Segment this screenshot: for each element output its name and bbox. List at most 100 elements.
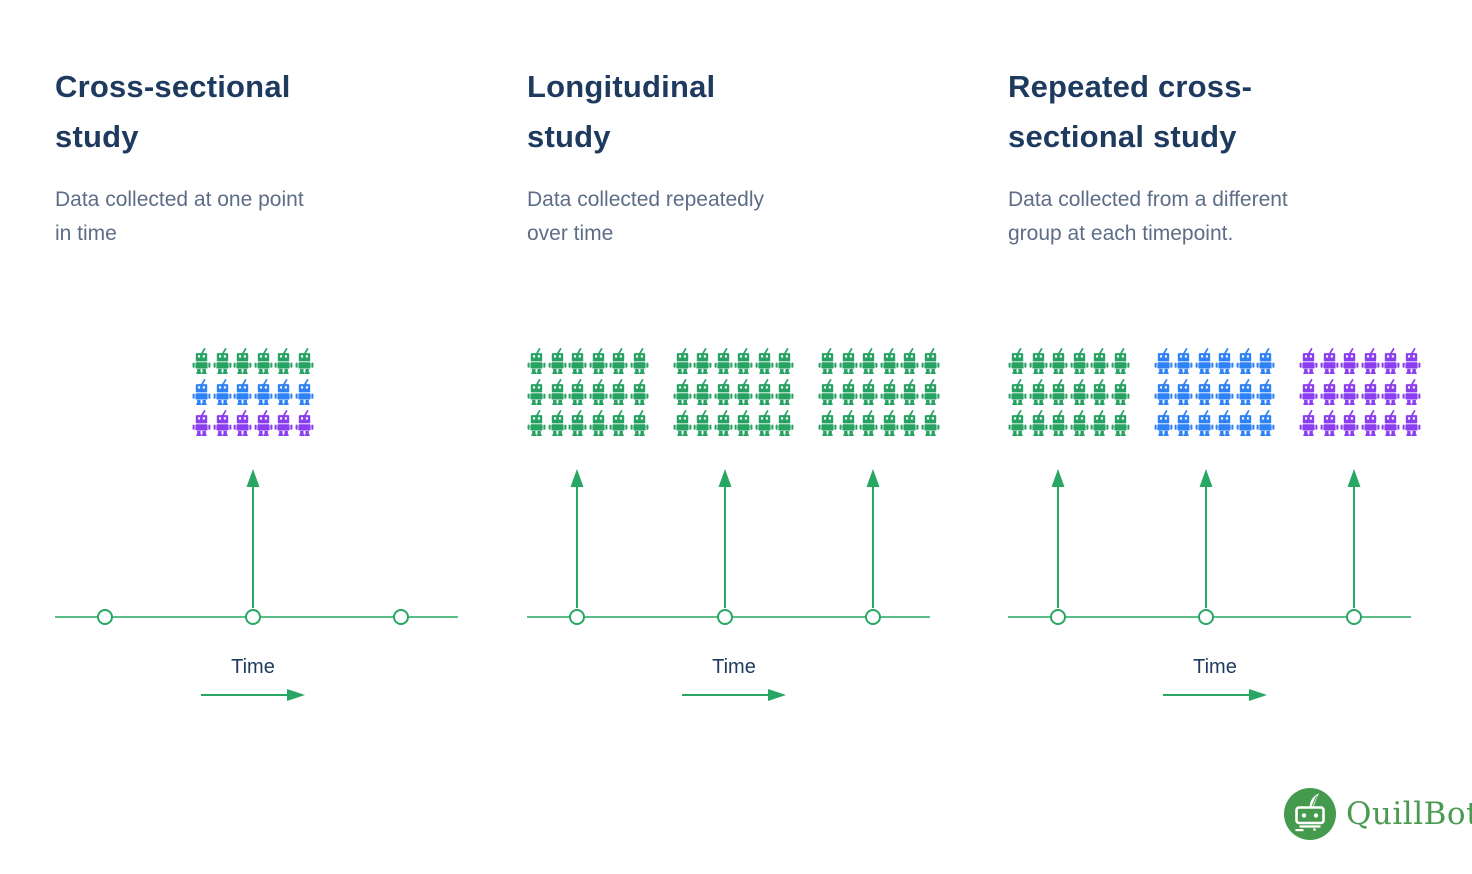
robot-person-icon — [1381, 378, 1400, 406]
robot-person-icon — [921, 409, 940, 437]
robot-person-icon — [734, 347, 753, 375]
timeline-axis — [1008, 469, 1411, 625]
robot-person-icon — [880, 347, 899, 375]
robot-person-icon — [818, 378, 837, 406]
robot-person-icon — [254, 409, 273, 437]
robot-person-icon — [1402, 409, 1421, 437]
robot-person-icon — [1256, 347, 1275, 375]
robot-person-icon — [755, 409, 774, 437]
robot-person-icon — [921, 378, 940, 406]
robot-person-icon — [213, 378, 232, 406]
robot-person-icon — [859, 347, 878, 375]
timeline — [55, 462, 465, 634]
robot-person-icon — [1402, 347, 1421, 375]
robot-person-icon — [568, 347, 587, 375]
panel-title-line: study — [527, 119, 611, 154]
panel-title-line: study — [55, 119, 139, 154]
robot-person-icon — [1174, 409, 1193, 437]
robot-person-icon — [192, 409, 211, 437]
time-axis-label-block: Time — [1155, 656, 1275, 707]
timeline — [1008, 462, 1418, 634]
population-group — [818, 347, 940, 437]
robot-person-icon — [1256, 378, 1275, 406]
robot-person-icon — [295, 347, 314, 375]
robot-person-icon — [1361, 409, 1380, 437]
robot-person-icon — [1236, 378, 1255, 406]
panel-title: Longitudinal study — [527, 62, 715, 162]
robot-person-icon — [1320, 347, 1339, 375]
robot-person-icon — [900, 409, 919, 437]
time-label: Time — [231, 656, 275, 678]
robot-person-icon — [274, 409, 293, 437]
robot-person-icon — [1215, 347, 1234, 375]
robot-person-icon — [1381, 347, 1400, 375]
time-label: Time — [1193, 656, 1237, 678]
timeline — [527, 462, 937, 634]
robot-person-icon — [192, 378, 211, 406]
population-group — [1008, 347, 1130, 437]
robot-person-icon — [714, 409, 733, 437]
robot-person-icon — [609, 347, 628, 375]
robot-person-icon — [673, 378, 692, 406]
robot-person-icon — [818, 409, 837, 437]
robot-person-icon — [1008, 347, 1027, 375]
robot-person-icon — [1361, 347, 1380, 375]
robot-person-icon — [1008, 378, 1027, 406]
robot-person-icon — [1340, 409, 1359, 437]
panel-longitudinal-study: Longitudinal study Data collected repeat… — [527, 0, 939, 874]
robot-person-icon — [775, 409, 794, 437]
panel-title-line: Repeated cross- — [1008, 69, 1253, 104]
population-group — [1154, 347, 1276, 437]
robot-person-icon — [589, 409, 608, 437]
robot-person-icon — [1195, 378, 1214, 406]
robot-person-icon — [775, 378, 794, 406]
robot-person-icon — [295, 378, 314, 406]
robot-person-icon — [1049, 409, 1068, 437]
time-direction-arrow-icon — [201, 689, 305, 701]
panel-description: Data collected repeatedly over time — [527, 183, 764, 251]
population-group — [192, 347, 314, 437]
robot-person-icon — [213, 347, 232, 375]
robot-person-icon — [818, 347, 837, 375]
robot-person-icon — [630, 378, 649, 406]
panel-description-line: Data collected repeatedly — [527, 188, 764, 211]
panel-title: Repeated cross- sectional study — [1008, 62, 1252, 162]
robot-person-icon — [1215, 409, 1234, 437]
robot-person-icon — [880, 378, 899, 406]
robot-person-icon — [1154, 347, 1173, 375]
panel-cross-sectional-study: Cross-sectional study Data collected at … — [55, 0, 465, 874]
robot-person-icon — [1090, 409, 1109, 437]
robot-person-icon — [755, 378, 774, 406]
quillbot-logo: QuillBot — [1283, 787, 1472, 841]
robot-person-icon — [1049, 347, 1068, 375]
robot-person-icon — [734, 409, 753, 437]
time-direction-arrow-icon — [682, 689, 786, 701]
robot-person-icon — [921, 347, 940, 375]
robot-person-icon — [589, 347, 608, 375]
timeline-axis — [55, 469, 458, 625]
robot-person-icon — [1111, 378, 1130, 406]
robot-person-icon — [1090, 378, 1109, 406]
robot-person-icon — [775, 347, 794, 375]
robot-person-icon — [1154, 378, 1173, 406]
robot-person-icon — [1381, 409, 1400, 437]
robot-person-icon — [693, 347, 712, 375]
panel-title-line: Longitudinal — [527, 69, 716, 104]
robot-person-icon — [714, 378, 733, 406]
quillbot-logo-text: QuillBot — [1346, 796, 1472, 832]
robot-person-icon — [1174, 347, 1193, 375]
time-axis-label-block: Time — [674, 656, 794, 707]
panel-title: Cross-sectional study — [55, 62, 291, 162]
robot-person-icon — [527, 347, 546, 375]
robot-person-icon — [233, 409, 252, 437]
robot-person-icon — [1070, 409, 1089, 437]
robot-person-icon — [755, 347, 774, 375]
robot-person-icon — [1070, 378, 1089, 406]
robot-person-icon — [1029, 409, 1048, 437]
robot-person-icon — [900, 378, 919, 406]
robot-person-icon — [1029, 347, 1048, 375]
time-direction-arrow-icon — [1163, 689, 1267, 701]
panel-title-line: sectional study — [1008, 119, 1237, 154]
timeline-axis — [527, 469, 930, 625]
